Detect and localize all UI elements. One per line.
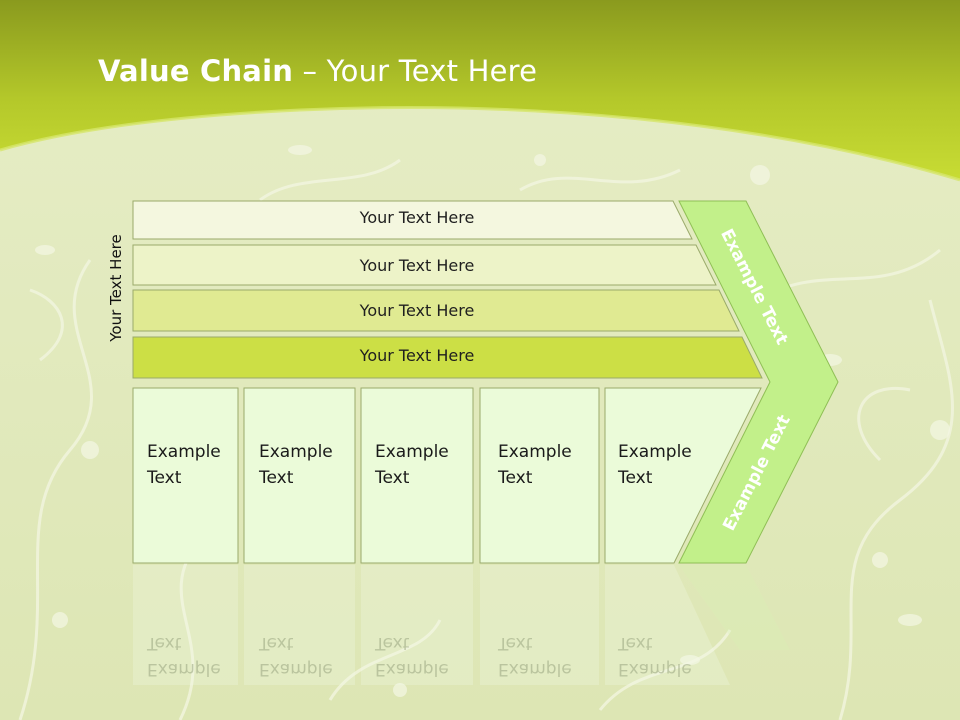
primary-box-4 xyxy=(479,387,600,564)
reflection-line-1: Example xyxy=(618,659,692,679)
support-bar-4-label: Your Text Here xyxy=(359,346,475,365)
reflection-line-2: Text xyxy=(375,633,410,653)
support-bar-2 xyxy=(132,244,717,286)
reflection-line-1: Example xyxy=(259,659,333,679)
primary-box-1-line-2: Text xyxy=(147,468,182,488)
primary-box-3-line-2: Text xyxy=(375,468,410,488)
primary-box-4-label: Example Text xyxy=(498,439,572,491)
reflection-line-2: Text xyxy=(259,633,294,653)
primary-box-3-line-1: Example xyxy=(375,442,449,462)
reflection-line-2: Text xyxy=(618,633,653,653)
primary-box-2-reflection: Example Text xyxy=(259,630,333,682)
primary-box-5-reflection: Example Text xyxy=(618,630,692,682)
primary-box-2-line-1: Example xyxy=(259,442,333,462)
support-bar-3 xyxy=(132,289,740,332)
primary-box-3-label: Example Text xyxy=(375,439,449,491)
primary-box-1-line-1: Example xyxy=(147,442,221,462)
primary-box-3 xyxy=(360,387,474,564)
reflection-line-1: Example xyxy=(147,659,221,679)
primary-box-4-line-1: Example xyxy=(498,442,572,462)
support-bar-4 xyxy=(132,336,763,379)
support-bar-1-label: Your Text Here xyxy=(359,208,475,227)
primary-box-3-reflection: Example Text xyxy=(375,630,449,682)
margin-chevron xyxy=(678,200,839,564)
primary-box-5-line-2: Text xyxy=(618,468,653,488)
primary-box-2 xyxy=(243,387,356,564)
title-bold: Value Chain xyxy=(98,54,294,88)
primary-box-4-reflection: Example Text xyxy=(498,630,572,682)
primary-box-1 xyxy=(132,387,239,564)
primary-box-5-line-1: Example xyxy=(618,442,692,462)
primary-box-2-line-2: Text xyxy=(259,468,294,488)
reflection-line-1: Example xyxy=(498,659,572,679)
reflection-line-2: Text xyxy=(498,633,533,653)
slide-title: Value Chain – Your Text Here xyxy=(98,54,537,88)
primary-box-2-label: Example Text xyxy=(259,439,333,491)
primary-box-5 xyxy=(604,387,762,564)
boxes-reflection xyxy=(133,565,790,685)
title-rest: – Your Text Here xyxy=(293,54,538,88)
primary-box-1-reflection: Example Text xyxy=(147,630,221,682)
flower-decorations xyxy=(35,145,950,697)
reflection-line-1: Example xyxy=(375,659,449,679)
primary-box-1-label: Example Text xyxy=(147,439,221,491)
floral-pattern xyxy=(18,158,954,720)
support-bar-1 xyxy=(132,200,693,240)
primary-box-4-line-2: Text xyxy=(498,468,533,488)
support-bar-2-label: Your Text Here xyxy=(359,256,475,275)
primary-box-5-label: Example Text xyxy=(618,439,692,491)
reflection-line-2: Text xyxy=(147,633,182,653)
support-bar-3-label: Your Text Here xyxy=(359,301,475,320)
